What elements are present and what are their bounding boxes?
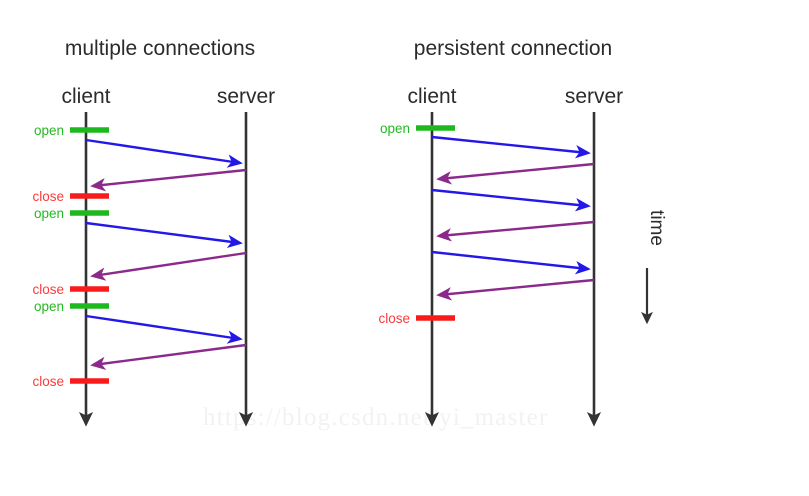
message-response-arrow: [436, 162, 595, 185]
actor-label-server: server: [565, 85, 623, 108]
time-axis-label: time: [646, 210, 667, 246]
actor-label-server: server: [217, 85, 275, 108]
panel-title-multiple-connections: multiple connections: [65, 37, 255, 60]
event-label-close: close: [378, 311, 410, 326]
event-label-open: open: [380, 121, 410, 136]
event-label-close: close: [32, 189, 64, 204]
actor-label-client: client: [407, 85, 456, 108]
actor-label-client: client: [61, 85, 110, 108]
message-request-arrow: [431, 188, 591, 212]
message-response-arrow: [90, 168, 247, 192]
message-request-arrow: [85, 221, 243, 249]
watermark-url: https://blog.csdn.net/yi_master: [203, 404, 549, 431]
message-response-arrow: [90, 343, 247, 371]
message-request-arrow: [431, 250, 591, 275]
message-response-arrow: [436, 220, 595, 242]
event-label-open: open: [34, 299, 64, 314]
event-label-open: open: [34, 206, 64, 221]
message-request-arrow: [85, 314, 243, 344]
message-response-arrow: [436, 278, 595, 301]
message-request-arrow: [431, 135, 591, 159]
time-axis: time: [641, 210, 667, 325]
panel-multiple-connections: multiple connections client server open …: [32, 37, 275, 427]
event-label-open: open: [34, 123, 64, 138]
panel-title-persistent-connection: persistent connection: [414, 37, 612, 60]
event-label-close: close: [32, 374, 64, 389]
message-request-arrow: [85, 138, 243, 168]
panel-persistent-connection: persistent connection client server open…: [378, 37, 623, 427]
message-response-arrow: [90, 251, 247, 281]
event-label-close: close: [32, 282, 64, 297]
